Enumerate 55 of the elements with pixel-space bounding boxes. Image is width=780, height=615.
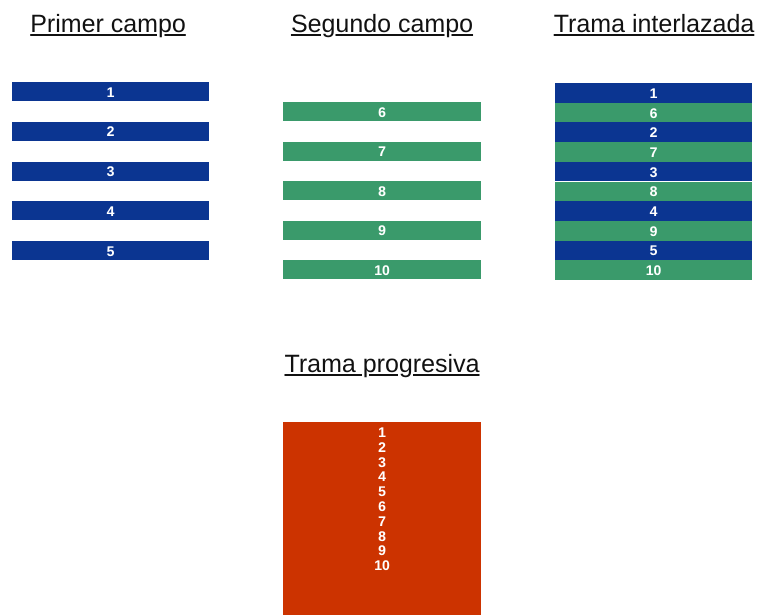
scan-line-bar — [555, 122, 752, 142]
scan-line-bar — [283, 102, 481, 121]
line-number: 9 — [650, 224, 658, 238]
scan-line-bar — [555, 142, 752, 162]
scan-line-bar — [555, 102, 752, 122]
panel-heading: Trama interlazada — [554, 10, 754, 39]
line-number: 5 — [106, 244, 114, 258]
line-number: 4 — [378, 469, 386, 484]
line-number: 2 — [378, 440, 386, 455]
line-number: 1 — [106, 84, 114, 98]
line-number: 6 — [378, 104, 386, 118]
line-number: 1 — [650, 86, 658, 100]
scan-line-bar — [555, 83, 752, 103]
scan-line-bar — [555, 182, 752, 202]
scan-line-bar — [12, 82, 209, 101]
line-number: 7 — [650, 144, 658, 159]
scan-line-bar — [12, 241, 209, 260]
scan-line-bar — [555, 201, 752, 221]
frame-block — [283, 422, 481, 615]
scan-line-bar — [283, 260, 481, 280]
scan-line-bar — [283, 220, 481, 240]
line-number: 6 — [650, 106, 658, 120]
line-number: 4 — [106, 204, 114, 218]
line-number: 10 — [374, 558, 390, 573]
scan-line-bar — [283, 181, 481, 200]
panel-heading: Trama progresiva — [284, 350, 480, 379]
panel-heading: Primer campo — [30, 10, 186, 39]
line-number: 5 — [378, 484, 386, 499]
line-number: 3 — [106, 164, 114, 178]
line-number: 8 — [650, 184, 658, 198]
panel-heading: Segundo campo — [290, 10, 474, 39]
line-number: 7 — [378, 144, 386, 158]
line-number: 10 — [374, 262, 390, 277]
line-number: 4 — [650, 204, 658, 218]
scan-line-bar — [12, 201, 209, 220]
scan-line-bar — [555, 240, 752, 260]
line-number: 9 — [378, 223, 386, 238]
line-number: 8 — [378, 184, 386, 198]
line-number: 10 — [646, 263, 662, 278]
scan-line-bar — [12, 162, 209, 181]
line-number: 3 — [378, 454, 386, 470]
scan-line-bar — [555, 260, 752, 280]
scan-line-bar — [283, 142, 481, 161]
line-number: 9 — [378, 543, 386, 558]
line-number: 7 — [378, 514, 386, 529]
line-number: 1 — [378, 425, 386, 440]
line-number: 8 — [378, 528, 386, 544]
scan-line-bar — [12, 122, 209, 141]
line-number: 2 — [106, 124, 114, 138]
line-number: 6 — [378, 498, 386, 514]
line-number: 3 — [650, 164, 658, 179]
scan-line-bar — [555, 220, 752, 241]
line-number: 5 — [650, 243, 658, 258]
scan-line-bar — [555, 162, 752, 182]
line-number: 2 — [650, 125, 658, 140]
